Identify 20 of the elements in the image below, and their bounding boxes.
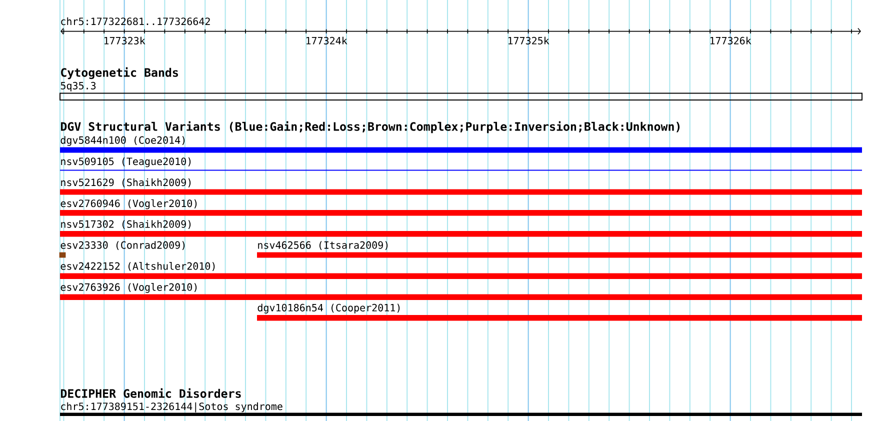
coordinate-range: chr5:177322681..177326642	[61, 17, 210, 26]
tick-label: 177323k	[104, 36, 146, 44]
feature-label: esv23330 (Conrad2009)	[60, 241, 185, 250]
tick-label: 177325k	[508, 36, 550, 44]
track-title: Cytogenetic Bands	[61, 67, 178, 80]
feature-label: esv2422152 (Altshuler2010)	[60, 262, 215, 272]
feature-label: 5q35.3	[60, 82, 96, 92]
feature-label: nsv509105 (Teague2010)	[61, 157, 191, 168]
feature-label: dgv10186n54 (Cooper2011)	[258, 304, 400, 314]
tick-label: 177326k	[710, 36, 752, 44]
feature-label: chr5:177389151-2326144|Sotos syndrome	[61, 402, 282, 412]
track-title: DECIPHER Genomic Disorders	[60, 388, 241, 398]
track-title: DGV Structural Variants (Blue:Gain;Red:Loss;Brown:Complex;Purple:Inversion;Black:Unknown)	[60, 121, 680, 134]
feature-label: nsv462566 (Itsara2009)	[258, 241, 388, 250]
feature-label: esv2760946 (Vogler2010)	[60, 199, 197, 210]
tick-label: 177324k	[306, 36, 348, 44]
feature-label: nsv521629 (Shaikh2009)	[61, 178, 191, 188]
feature-label: esv2763926 (Vogler2010)	[60, 283, 197, 293]
feature-label: dgv5844n100 (Coe2014)	[60, 136, 185, 146]
feature-label: nsv517302 (Shaikh2009)	[61, 220, 191, 230]
